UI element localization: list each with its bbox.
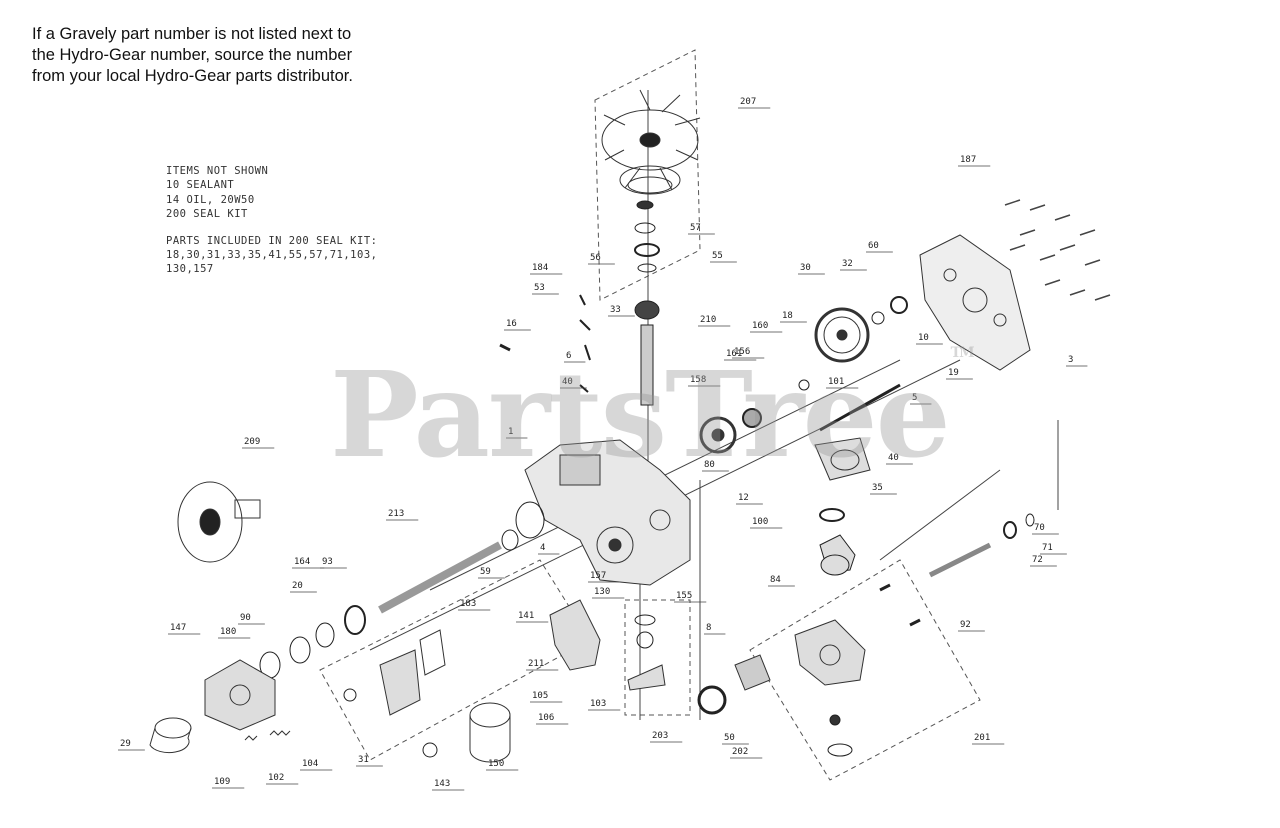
callout-157: 157 [590,571,606,581]
items-not-shown-list: ITEMS NOT SHOWN 10 SEALANT 14 OIL, 20W50… [166,164,377,277]
callout-16: 16 [506,319,517,329]
callout-33: 33 [610,305,621,315]
callout-1: 1 [508,427,513,437]
callout-60: 60 [868,241,879,251]
callout-210: 210 [700,315,716,325]
callout-35: 35 [872,483,883,493]
note-line-1: If a Gravely part number is not listed n… [32,25,352,43]
callout-8: 8 [706,623,711,633]
callout-155: 155 [676,591,692,601]
callout-143: 143 [434,779,450,789]
callout-40b: 40 [562,377,573,387]
callout-20: 20 [292,581,303,591]
side-cover-part [919,234,1031,371]
callout-106: 106 [538,713,554,723]
callout-164: 164 [294,557,310,567]
pump-part [204,659,276,731]
callout-12: 12 [738,493,749,503]
items-not-shown-title: ITEMS NOT SHOWN [166,165,269,177]
callout-29: 29 [120,739,131,749]
callout-18: 18 [782,311,793,321]
callout-141: 141 [518,611,534,621]
seal-kit-title: PARTS INCLUDED IN 200 SEAL KIT: [166,234,378,247]
axle-housing-part [814,437,871,481]
callout-103: 103 [590,699,606,709]
cooling-fan-part [601,89,701,195]
note-line-3: from your local Hydro-Gear parts distrib… [32,67,353,85]
callout-147: 147 [170,623,186,633]
oil-filter-part [469,702,511,763]
filter-part [149,717,192,754]
callout-4: 4 [540,543,545,553]
callout-57: 57 [690,223,701,233]
callout-201: 201 [974,733,990,743]
items-not-shown-line: 14 OIL, 20W50 [166,193,255,206]
callout-92: 92 [960,620,971,630]
bull-gear-part [814,307,870,363]
callout-90: 90 [240,613,251,623]
callout-207: 207 [740,97,756,107]
distributor-note: If a Gravely part number is not listed n… [32,24,392,87]
callout-53: 53 [534,283,545,293]
callout-93: 93 [322,557,333,567]
callout-30: 30 [800,263,811,273]
seal-kit-line: 18,30,31,33,35,41,55,57,71,103, [166,249,378,262]
callout-161: 161 [726,349,742,359]
callout-40: 40 [888,453,899,463]
callout-50: 50 [724,733,735,743]
callout-84: 84 [770,575,781,585]
callout-105: 105 [532,691,548,701]
callout-203: 203 [652,731,668,741]
callout-109: 109 [214,777,230,787]
callout-158: 158 [690,375,706,385]
callout-156: 156 [734,347,750,357]
callout-104: 104 [302,759,318,769]
callout-180: 180 [220,627,236,637]
callout-202: 202 [732,747,748,757]
callout-3: 3 [1068,355,1073,365]
callout-160: 160 [752,321,768,331]
right-pump-part [794,619,866,686]
callout-32: 32 [842,259,853,269]
callout-130: 130 [594,587,610,597]
seal-kit-line: 130,157 [166,263,214,276]
callout-71: 71 [1042,543,1053,553]
callout-209: 209 [244,437,260,447]
spur-gear-part [699,416,737,454]
note-line-2: the Hydro-Gear number, source the number [32,46,353,64]
callout-213: 213 [388,509,404,519]
callout-55: 55 [712,251,723,261]
callout-70: 70 [1034,523,1045,533]
items-not-shown-line: 200 SEAL KIT [166,208,248,221]
callout-5: 5 [912,393,917,403]
callout-187: 187 [960,155,976,165]
callout-6: 6 [566,351,571,361]
callout-19: 19 [948,368,959,378]
callout-102: 102 [268,773,284,783]
items-not-shown-line: 10 SEALANT [166,179,235,192]
callout-183: 183 [460,599,476,609]
wheel-hub-part [177,481,261,563]
callout-59: 59 [480,567,491,577]
callout-150: 150 [488,759,504,769]
callout-101: 101 [828,377,844,387]
callout-31: 31 [358,755,369,765]
callout-184: 184 [532,263,548,273]
callout-10: 10 [918,333,929,343]
callout-56: 56 [590,253,601,263]
callout-211: 211 [528,659,544,669]
callout-72: 72 [1032,555,1043,565]
callout-80: 80 [704,460,715,470]
callout-100: 100 [752,517,768,527]
main-housing-part [524,439,691,586]
